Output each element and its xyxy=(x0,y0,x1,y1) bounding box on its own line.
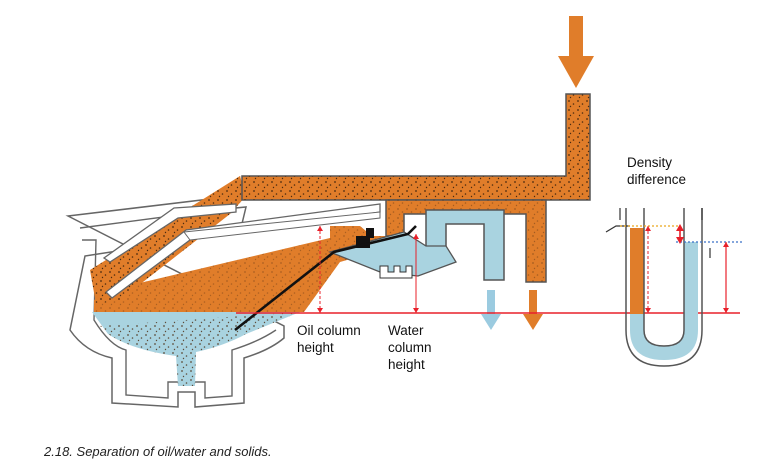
u-oil-arrowheads xyxy=(645,226,651,313)
feed-pipe-dots xyxy=(242,94,590,200)
oil-outflow-arrow-icon xyxy=(523,290,543,330)
black-block-2 xyxy=(366,228,374,238)
water-outflow-arrow-icon xyxy=(481,290,501,330)
u-tube-outer xyxy=(625,208,703,367)
oil-column-arrowhead-top xyxy=(317,226,323,231)
disc-plate-3 xyxy=(183,211,381,241)
water-discharge-channel xyxy=(425,209,505,281)
black-edge xyxy=(234,225,417,332)
water-column-arrowhead-top xyxy=(413,234,419,239)
oil-discharge-dots xyxy=(386,200,546,282)
water-column-label: Water column height xyxy=(388,323,432,372)
u-tube-water-right xyxy=(684,242,698,314)
density-difference-label: Density difference xyxy=(627,155,687,187)
u-tube-top-ticks xyxy=(605,208,711,258)
oil-column-label: Oil column height xyxy=(297,323,361,355)
water-column-arrowhead-bottom xyxy=(413,308,419,313)
inflow-arrow-icon xyxy=(558,16,594,88)
u-tube-water xyxy=(630,314,698,360)
oil-column-arrowhead-bottom xyxy=(317,308,323,313)
u-tube-inner xyxy=(643,208,685,347)
figure-caption: 2.18. Separation of oil/water and solids… xyxy=(44,444,272,459)
density-difference-arrowheads xyxy=(676,224,684,244)
seal-teeth xyxy=(379,265,413,279)
disc-plate-2 xyxy=(102,203,237,263)
u-tube-oil xyxy=(630,228,644,314)
solids-region xyxy=(100,312,300,386)
